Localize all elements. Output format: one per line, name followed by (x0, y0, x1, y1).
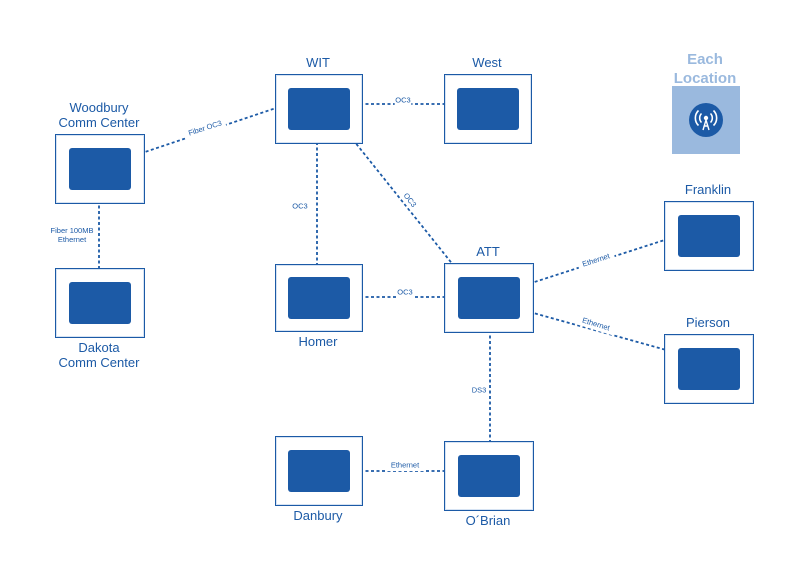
device-icon (458, 277, 520, 319)
node-label-woodbury: Woodbury Comm Center (58, 100, 140, 130)
node-label-west: West (472, 55, 502, 70)
link-label-bg (291, 201, 309, 212)
node-franklin (664, 201, 754, 271)
node-label-pierson: Pierson (685, 315, 731, 330)
node-label-att: ATT (476, 244, 500, 259)
link-label-group: OC3 (291, 201, 309, 212)
node-label-obrian: O´Brian (465, 513, 511, 528)
link-wit-att (345, 130, 463, 277)
link-label-group: OC3 (400, 190, 420, 211)
node-att (444, 263, 534, 333)
link-label-danbury-obrian: Ethernet (391, 461, 420, 470)
node-label-danbury: Danbury (293, 508, 343, 523)
device-icon (678, 348, 740, 390)
link-label-group: OC3 (396, 287, 414, 298)
link-label-homer-att: OC3 (397, 288, 412, 297)
node-label-wit: WIT (306, 55, 330, 70)
link-label-group: Ethernet (576, 313, 616, 336)
device-icon (288, 277, 350, 319)
link-label-group: OC3 (394, 95, 412, 106)
link-label-wit-west: OC3 (395, 96, 410, 105)
link-label-bg (576, 313, 616, 336)
node-danbury (275, 436, 363, 506)
device-icon (458, 455, 520, 497)
link-label-woodbury-wit: Fiber OC3 (187, 118, 223, 137)
node-west (444, 74, 532, 144)
device-icon (288, 450, 350, 492)
link-label-group: DS3 (470, 385, 488, 396)
link-label-bg (394, 95, 412, 106)
device-icon (288, 88, 350, 130)
link-label-bg (183, 116, 227, 141)
node-label-franklin: Franklin (684, 182, 732, 197)
node-dakota (55, 268, 145, 338)
node-wit (275, 74, 363, 144)
link-label-group: Ethernet (386, 460, 424, 471)
link-label-bg (386, 460, 424, 471)
device-icon (69, 148, 131, 190)
link-label-group: Ethernet (576, 249, 616, 272)
node-woodbury (55, 134, 145, 204)
link-label-bg (396, 287, 414, 298)
node-homer (275, 264, 363, 332)
link-label-bg (576, 249, 616, 272)
link-label-bg (470, 385, 488, 396)
device-icon (457, 88, 519, 130)
wireless-tower-icon (689, 103, 723, 137)
link-label-wit-homer: OC3 (292, 202, 307, 211)
link-label-group: Fiber OC3 (183, 116, 227, 141)
legend-title: Each Location (673, 51, 737, 87)
link-label-att-obrian: DS3 (472, 386, 487, 395)
legend-box (672, 86, 740, 154)
link-label-bg (400, 190, 420, 211)
node-obrian (444, 441, 534, 511)
device-icon (678, 215, 740, 257)
device-icon (69, 282, 131, 324)
node-label-dakota: Dakota Comm Center (58, 340, 140, 370)
link-label-bg (46, 225, 98, 245)
node-pierson (664, 334, 754, 404)
node-label-homer: Homer (298, 334, 338, 349)
